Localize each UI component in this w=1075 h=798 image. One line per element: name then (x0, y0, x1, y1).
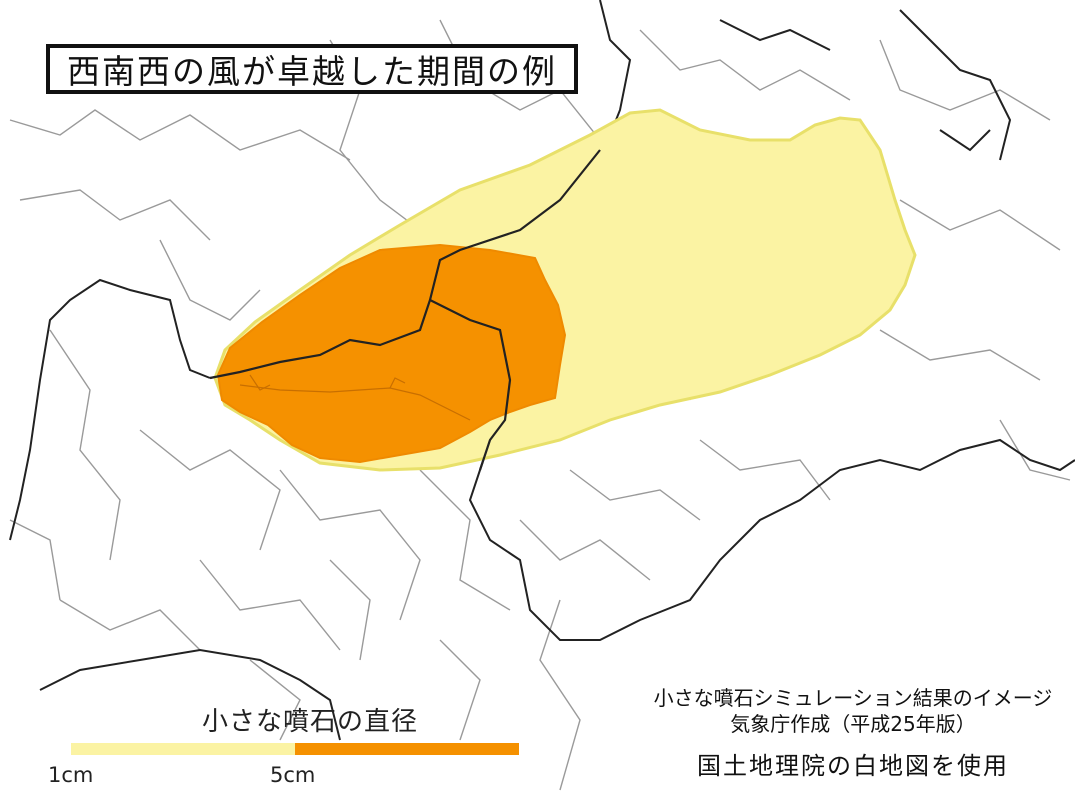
credit-simulation: 小さな噴石シミュレーション結果のイメージ (653, 686, 1053, 710)
legend-tick-5cm: 5cm (270, 763, 316, 787)
zone-5cm (216, 243, 567, 464)
credit-agency: 気象庁作成（平成25年版） (730, 712, 976, 736)
legend-bar-1cm (71, 743, 295, 755)
zone-internal-lines (239, 374, 471, 421)
prefecture-boundaries-overlay (209, 149, 601, 471)
map-title: 西南西の風が卓越した期間の例 (46, 44, 578, 94)
legend-bar-5cm (295, 743, 519, 755)
legend-tick-1cm: 1cm (48, 763, 94, 787)
credit-basemap: 国土地理院の白地図を使用 (697, 752, 1009, 780)
legend-title: 小さな噴石の直径 (201, 707, 418, 737)
